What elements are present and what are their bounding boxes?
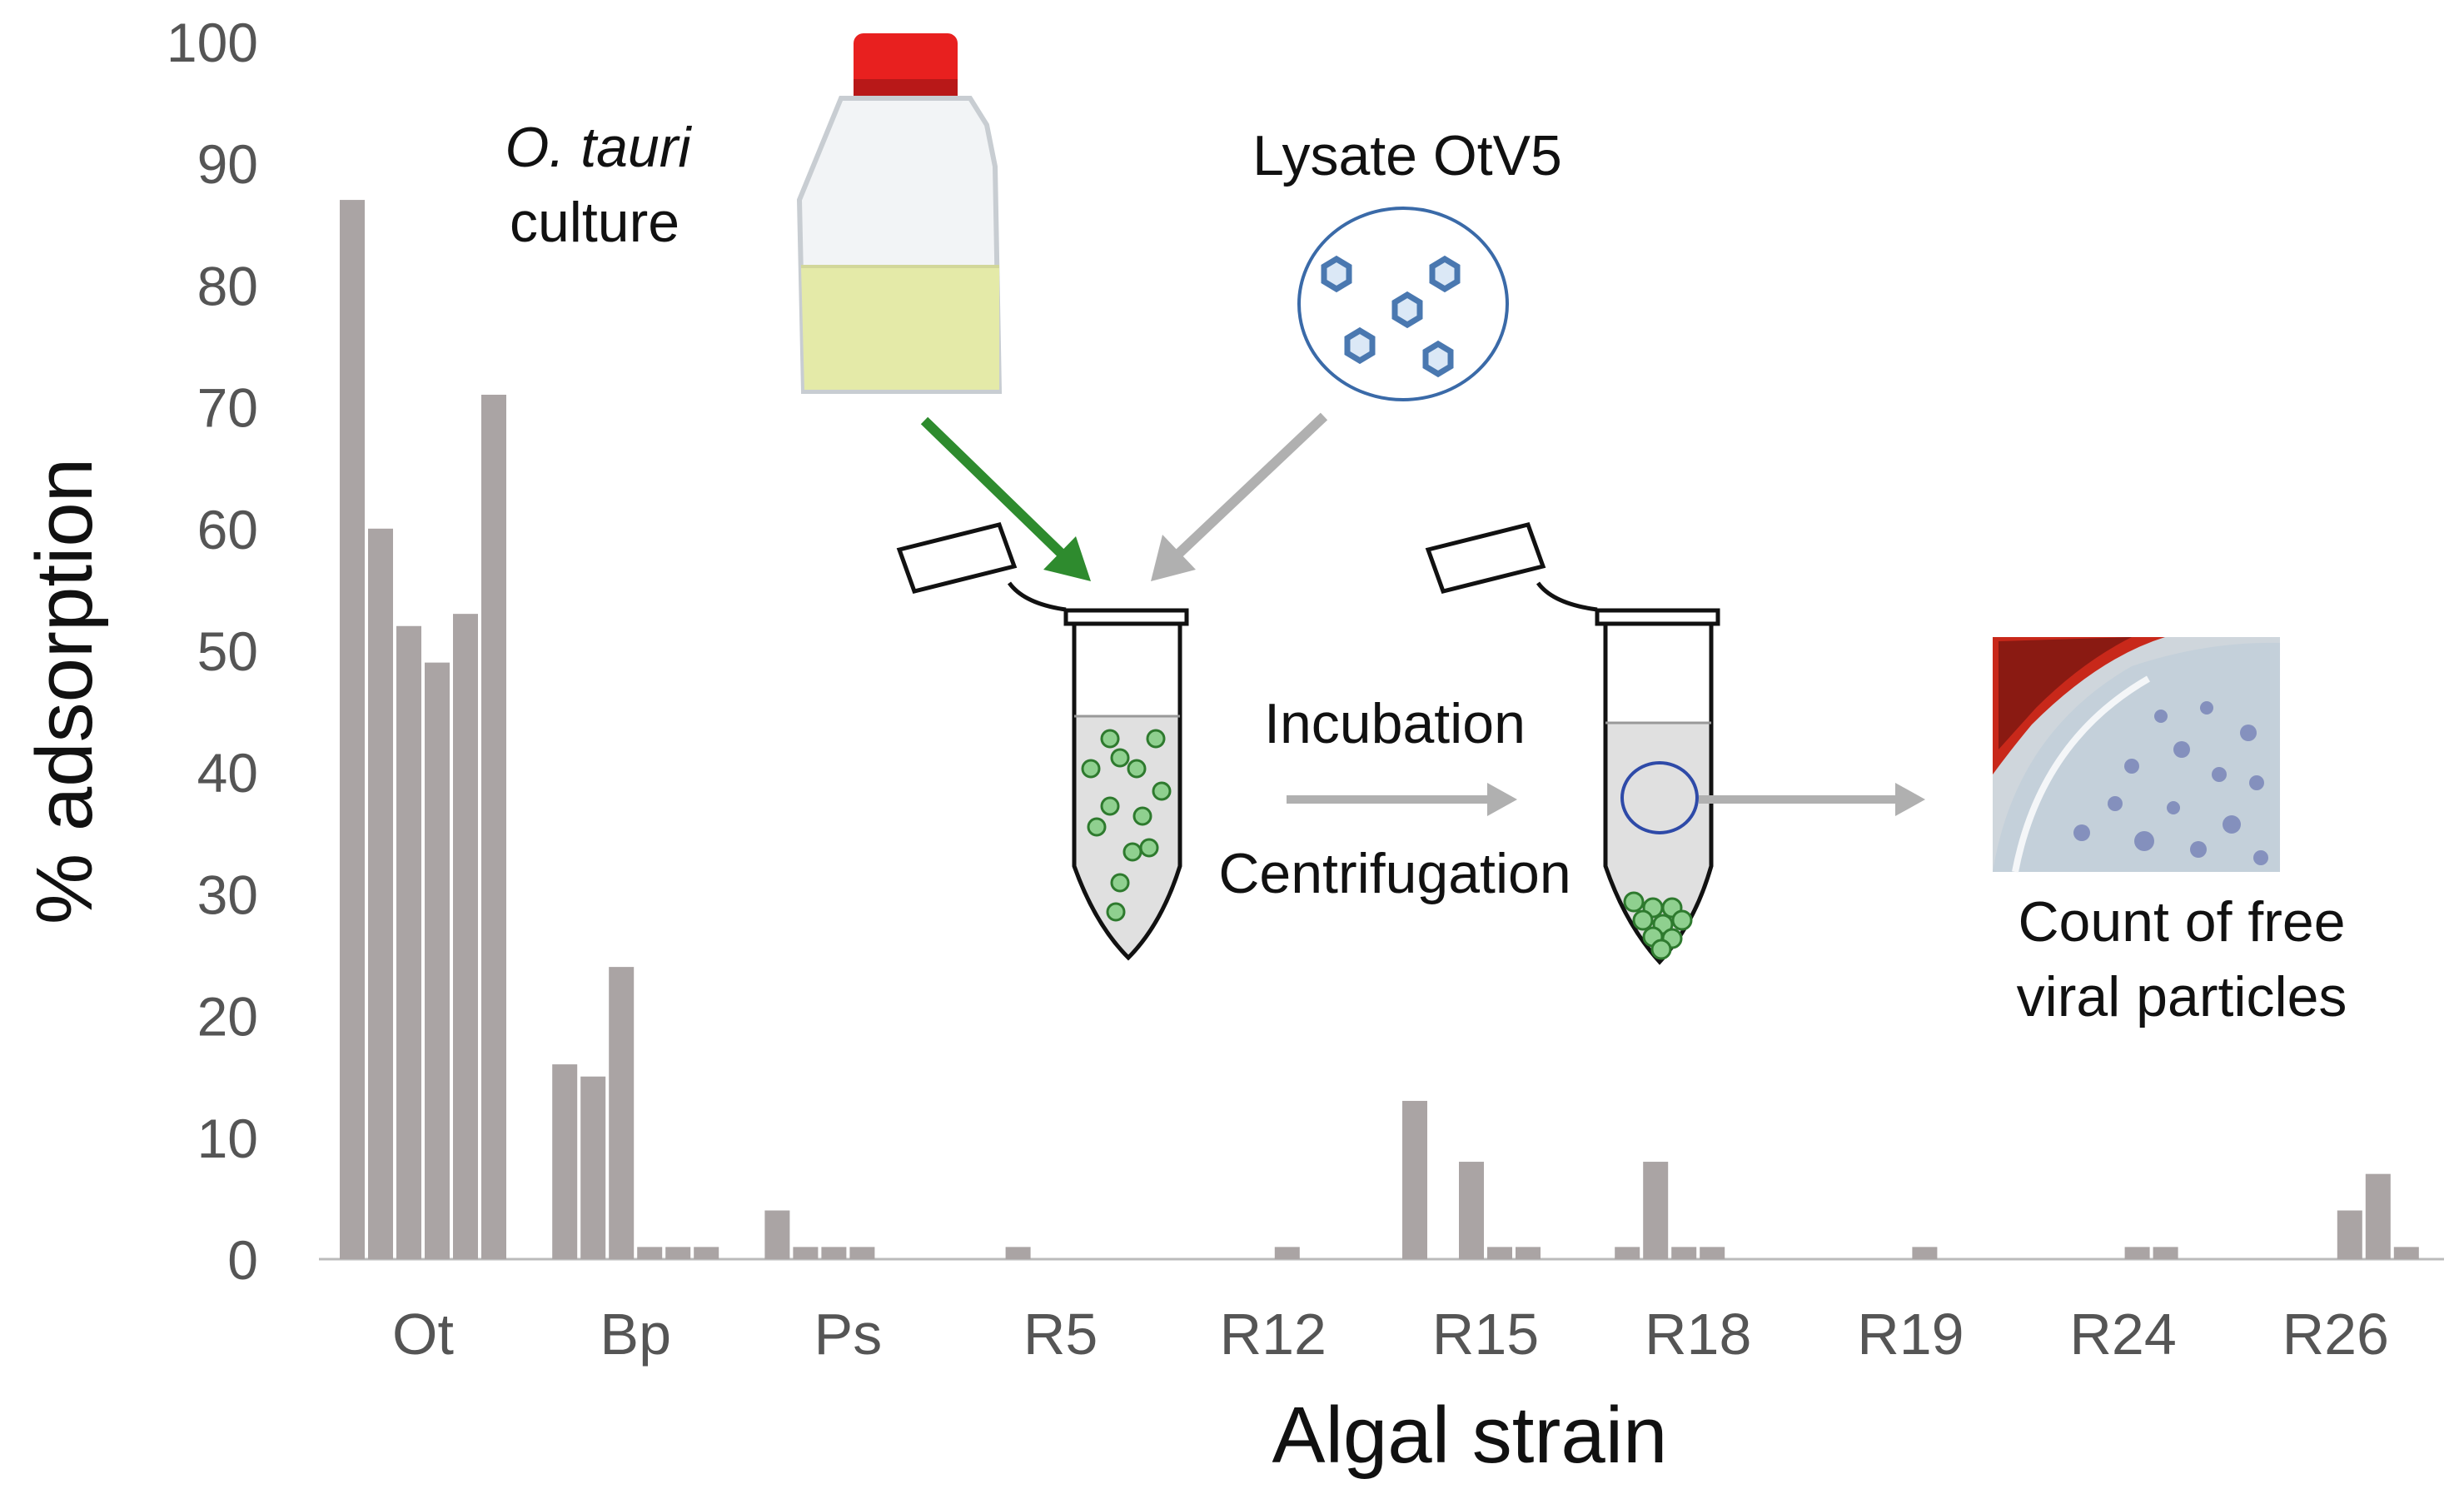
bar (1700, 1247, 1725, 1259)
bar (637, 1247, 663, 1259)
plaque-plate-icon (1993, 637, 2280, 873)
y-tick-label: 50 (197, 620, 258, 682)
count-label-line1: Count of free (2018, 890, 2345, 954)
bar (1643, 1162, 1669, 1259)
y-tick-label: 90 (197, 133, 258, 195)
category-label: R12 (1220, 1302, 1327, 1367)
y-tick-labels: 0 10 20 30 40 50 60 70 80 90 100 (167, 12, 258, 1291)
bar (2124, 1247, 2150, 1259)
bar (580, 1076, 606, 1259)
bar (665, 1247, 691, 1259)
virus-dish-icon (1297, 207, 1509, 401)
bar (340, 200, 365, 1259)
y-tick-label: 0 (227, 1229, 258, 1291)
bars-layer (340, 200, 2419, 1260)
bar (1516, 1247, 1541, 1259)
category-label: R5 (1023, 1302, 1098, 1367)
tube-after-icon (1425, 522, 1720, 965)
centrifugation-label: Centrifugation (1218, 842, 1570, 905)
bar (2365, 1173, 2391, 1259)
category-label: R26 (2282, 1302, 2389, 1367)
bar (1274, 1247, 1300, 1259)
bar (368, 528, 393, 1259)
y-tick-label: 100 (167, 12, 258, 73)
culture-word-label: culture (510, 191, 679, 254)
category-labels: Ot Bp Ps R5 R12 R15 R18 R19 R24 R26 (392, 1302, 2389, 1367)
bar (2153, 1247, 2178, 1259)
category-label: Ps (814, 1302, 883, 1367)
bar (1912, 1247, 1938, 1259)
y-tick-label: 40 (197, 742, 258, 804)
bar (1487, 1247, 1512, 1259)
category-label: Bp (600, 1302, 671, 1367)
bar (1459, 1162, 1484, 1259)
bar (764, 1210, 790, 1259)
category-label: R15 (1432, 1302, 1539, 1367)
bar (2393, 1247, 2419, 1259)
bar (396, 625, 421, 1259)
bar (793, 1247, 819, 1259)
y-tick-label: 20 (197, 986, 258, 1048)
bar (481, 394, 506, 1260)
y-tick-label: 70 (197, 377, 258, 439)
category-label: R24 (2069, 1302, 2176, 1367)
bar (1005, 1247, 1031, 1259)
incubation-label: Incubation (1264, 692, 1526, 755)
culture-species-label: O. tauri (505, 116, 693, 179)
tube-to-plate-arrow (1699, 783, 1925, 816)
bar (1671, 1247, 1697, 1259)
bar (849, 1247, 875, 1259)
x-axis-title: Algal strain (1272, 1391, 1668, 1480)
culture-to-tube-arrow (920, 416, 1091, 581)
lysate-label: Lysate OtV5 (1252, 124, 1562, 187)
category-label: R18 (1645, 1302, 1751, 1367)
bar (453, 614, 478, 1259)
tube-before-icon (896, 522, 1189, 961)
bar (694, 1247, 719, 1259)
bar (609, 967, 635, 1259)
count-label-line2: viral particles (2017, 965, 2347, 1028)
bar (1615, 1247, 1640, 1259)
category-label: Ot (392, 1302, 454, 1367)
y-tick-label: 10 (197, 1108, 258, 1169)
bar (1402, 1100, 1427, 1259)
bar (2337, 1210, 2362, 1259)
category-label: R19 (1857, 1302, 1964, 1367)
y-tick-label: 80 (197, 255, 258, 316)
lysate-to-tube-arrow (1151, 412, 1328, 581)
process-arrow (1287, 783, 1517, 816)
culture-flask-icon (796, 33, 1003, 394)
y-tick-label: 60 (197, 499, 258, 560)
y-tick-label: 30 (197, 864, 258, 925)
y-axis-title: % adsorption (20, 458, 109, 924)
bar (552, 1064, 578, 1259)
bar (821, 1247, 847, 1259)
bar (425, 662, 450, 1259)
